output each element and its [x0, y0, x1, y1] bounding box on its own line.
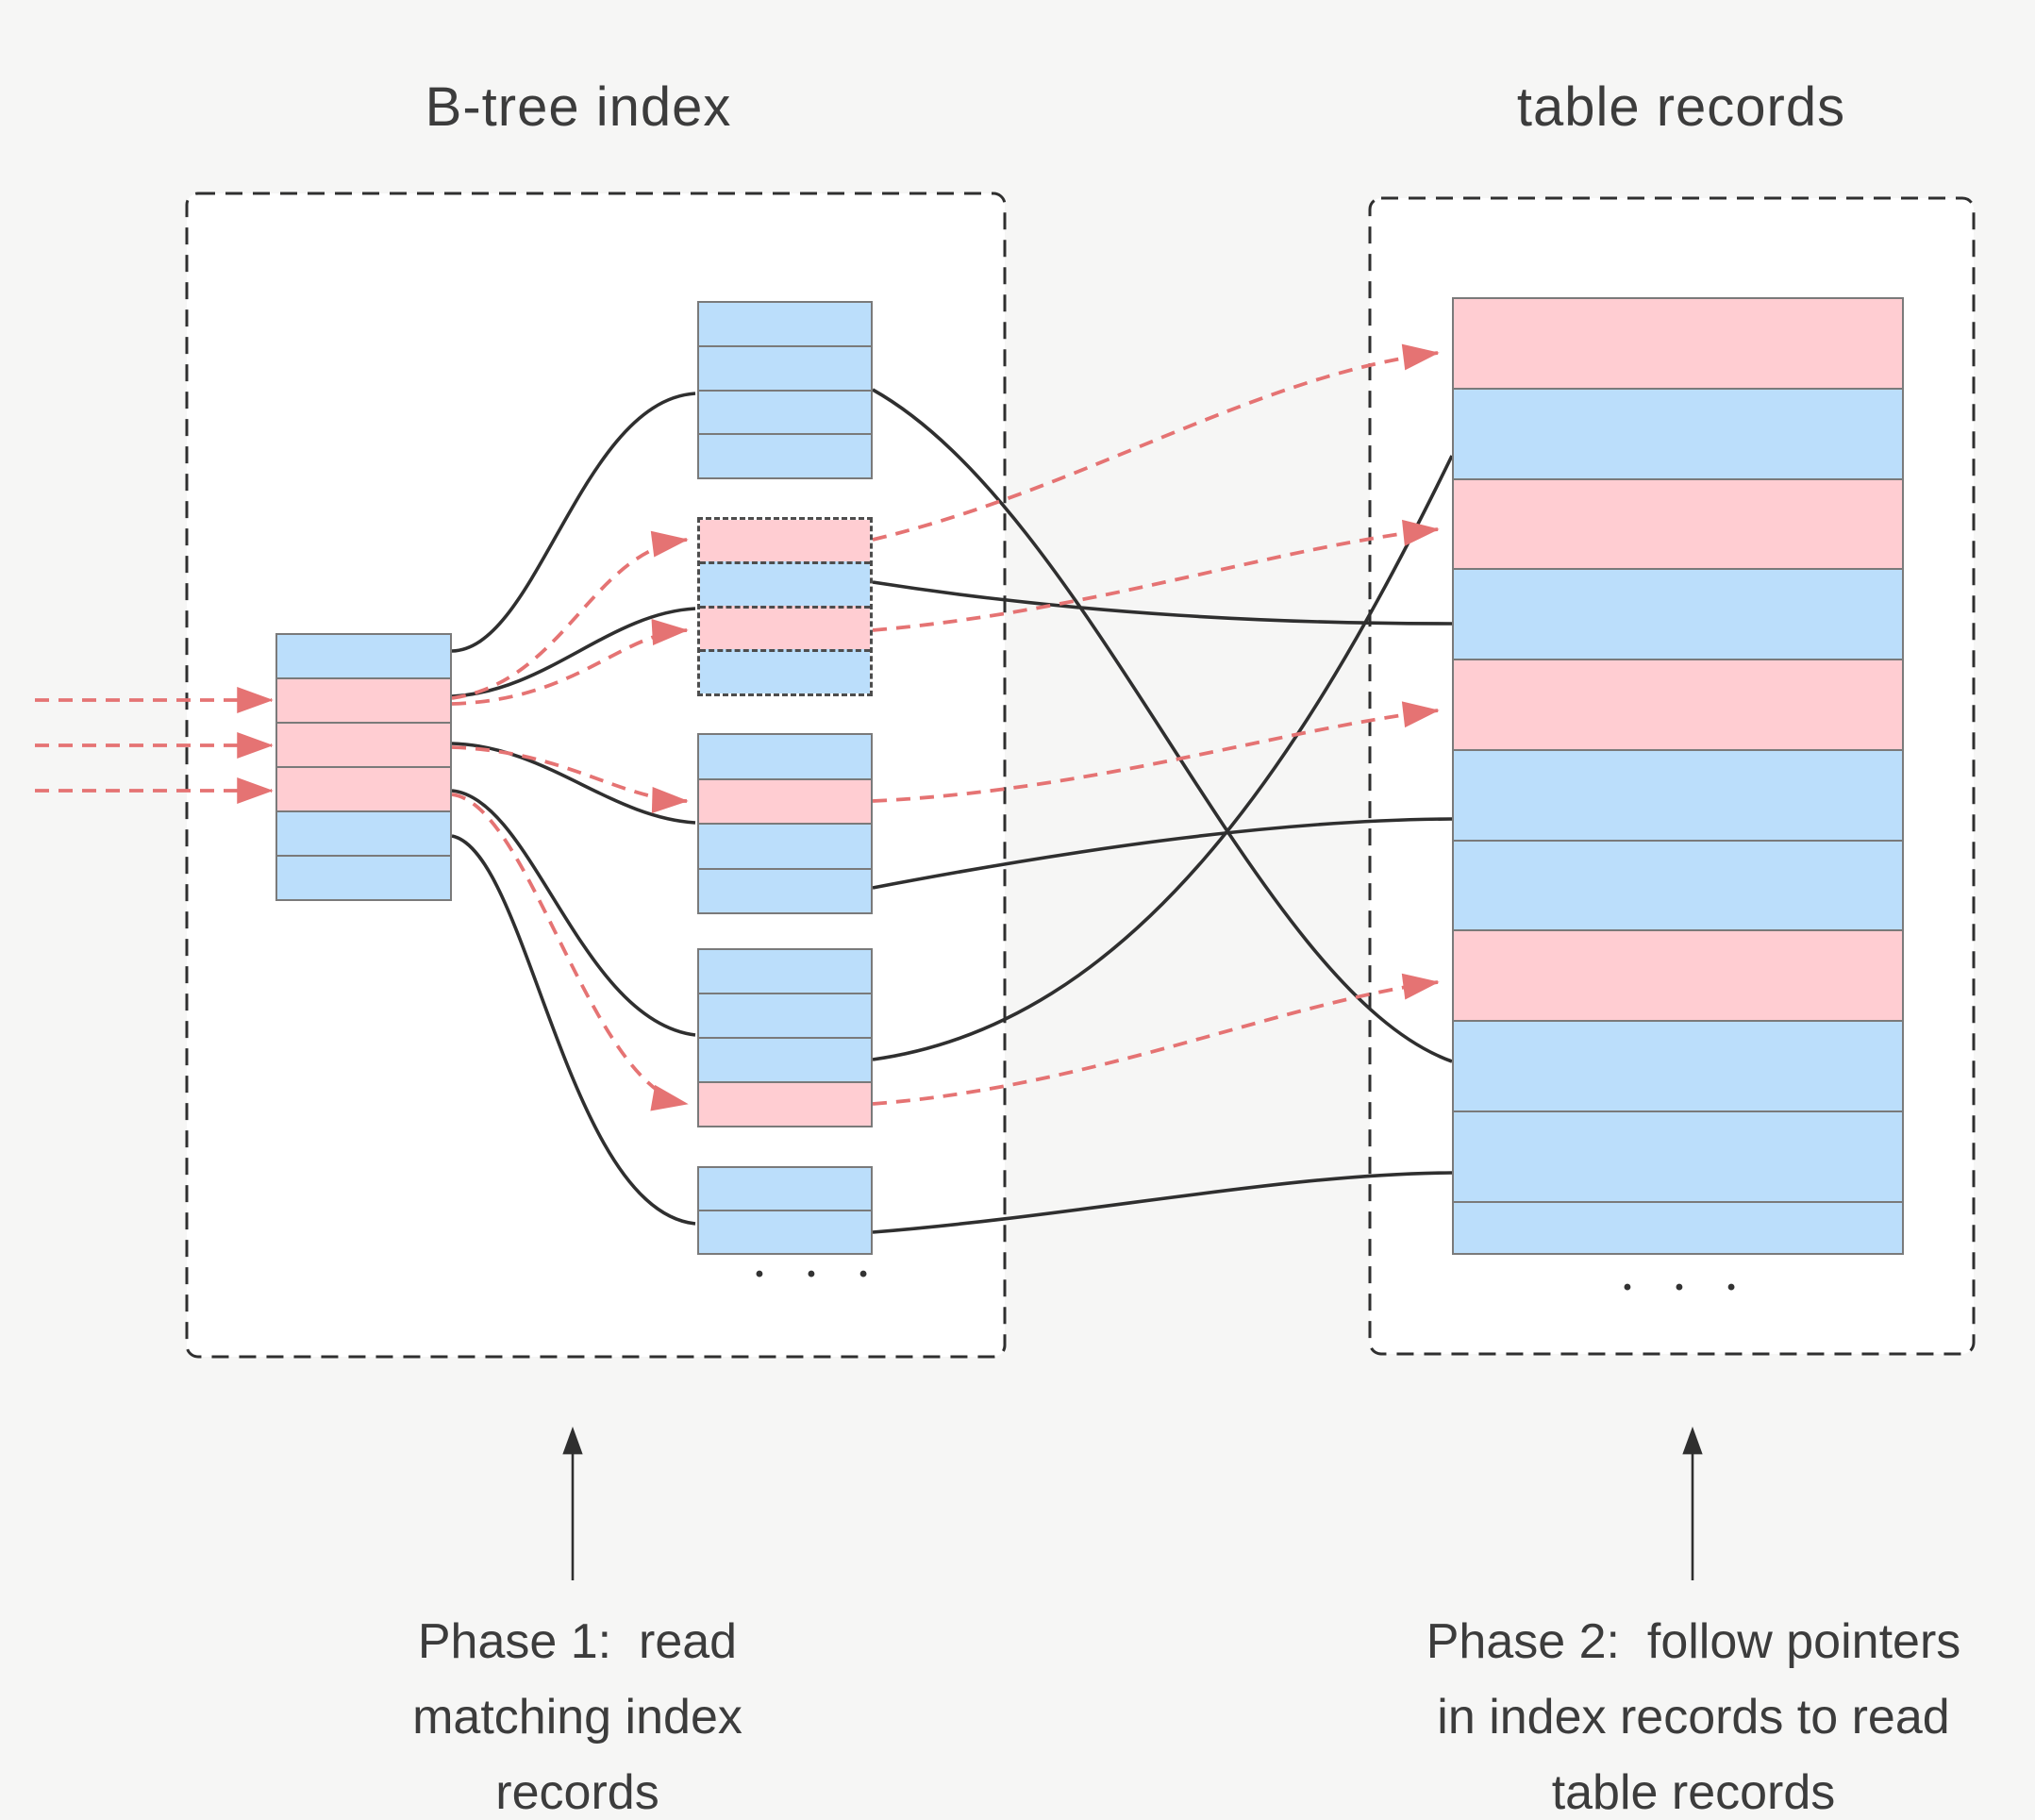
blue-record-row	[1454, 1110, 1902, 1201]
match-leaf-b-to-table-row1	[872, 343, 1440, 542]
phase2-caption: Phase 2: follow pointers in index record…	[1340, 1604, 2035, 1820]
blue-record-row	[1454, 568, 1902, 659]
blue-record-row	[1454, 1200, 1902, 1253]
pink-record-row	[700, 605, 870, 650]
match-root-to-leaf-b-row3	[451, 619, 689, 706]
blue-record-row	[699, 303, 871, 345]
blue-record-row	[699, 823, 871, 868]
phase1-caption-line: records	[495, 1765, 659, 1820]
btree-leaf-node-d	[697, 948, 873, 1127]
btree-leaf-node-b-current	[697, 517, 873, 696]
btree-leaf-node-e	[697, 1166, 873, 1255]
pink-record-row	[700, 520, 870, 561]
pink-record-row	[277, 677, 450, 722]
btree-index-title: B-tree index	[425, 76, 732, 138]
phase2-caption-line: Phase 2: follow pointers	[1426, 1614, 1961, 1669]
blue-record-row	[699, 344, 871, 390]
pink-record-row	[1454, 477, 1902, 569]
pink-record-row	[277, 766, 450, 810]
index-ellipsis: • • •	[755, 1261, 887, 1287]
blue-record-row	[699, 867, 871, 912]
btree-leaf-node-a	[697, 301, 873, 479]
pink-record-row	[1454, 929, 1902, 1020]
pink-record-row	[699, 1081, 871, 1126]
blue-record-row	[699, 993, 871, 1037]
pointer-root-to-leaf-c	[451, 742, 696, 825]
match-root-to-leaf-c-row2	[451, 745, 689, 813]
blue-record-row	[699, 389, 871, 434]
phase1-caption-line: matching index	[412, 1690, 742, 1745]
blue-record-row	[277, 810, 450, 855]
blue-record-row	[700, 560, 870, 606]
pointer-leaf-e-to-table-row10	[872, 1171, 1453, 1234]
table-records-stack	[1452, 297, 1904, 1255]
pointer-leaf-d-to-table-row2	[872, 455, 1454, 1061]
match-root-to-leaf-b-row1	[451, 530, 689, 700]
phase1-caption: Phase 1: read matching index records	[247, 1604, 908, 1820]
btree-root-node	[275, 633, 452, 901]
blue-record-row	[277, 855, 450, 899]
table-ellipsis: • • •	[1623, 1275, 1755, 1300]
pointer-root-to-leaf-a	[451, 392, 696, 653]
blue-record-row	[699, 433, 871, 477]
match-root-to-leaf-d-row4	[451, 793, 689, 1111]
pointer-leaf-c-to-table-row6	[872, 817, 1453, 890]
blue-record-row	[1454, 839, 1902, 930]
blue-record-row	[699, 950, 871, 993]
blue-record-row	[1454, 748, 1902, 840]
pointer-root-to-leaf-d	[451, 789, 696, 1037]
blue-record-row	[699, 1037, 871, 1081]
blue-record-row	[699, 1168, 871, 1210]
match-leaf-c-to-table-row5	[872, 701, 1440, 803]
pointer-root-to-leaf-e	[451, 834, 696, 1226]
match-leaf-d-to-table-row8	[872, 973, 1440, 1106]
phase2-caption-line: in index records to read	[1437, 1690, 1950, 1745]
table-records-title: table records	[1516, 76, 1846, 138]
match-leaf-b-to-table-row3	[872, 519, 1440, 632]
phase1-caption-line: Phase 1: read	[417, 1614, 738, 1669]
blue-record-row	[699, 735, 871, 778]
pointer-leaf-a-to-table-row9	[872, 388, 1453, 1063]
pink-record-row	[1454, 299, 1902, 388]
pink-record-row	[277, 722, 450, 766]
blue-record-row	[1454, 387, 1902, 478]
pink-record-row	[699, 777, 871, 823]
btree-leaf-node-c	[697, 733, 873, 914]
blue-record-row	[1454, 1020, 1902, 1110]
pink-record-row	[1454, 659, 1902, 749]
blue-record-row	[700, 649, 870, 693]
phase2-caption-line: table records	[1551, 1765, 1836, 1820]
blue-record-row	[277, 635, 450, 677]
pointer-leaf-b-to-table-row4	[872, 580, 1453, 626]
blue-record-row	[699, 1210, 871, 1253]
pointer-root-to-leaf-b	[451, 607, 696, 698]
